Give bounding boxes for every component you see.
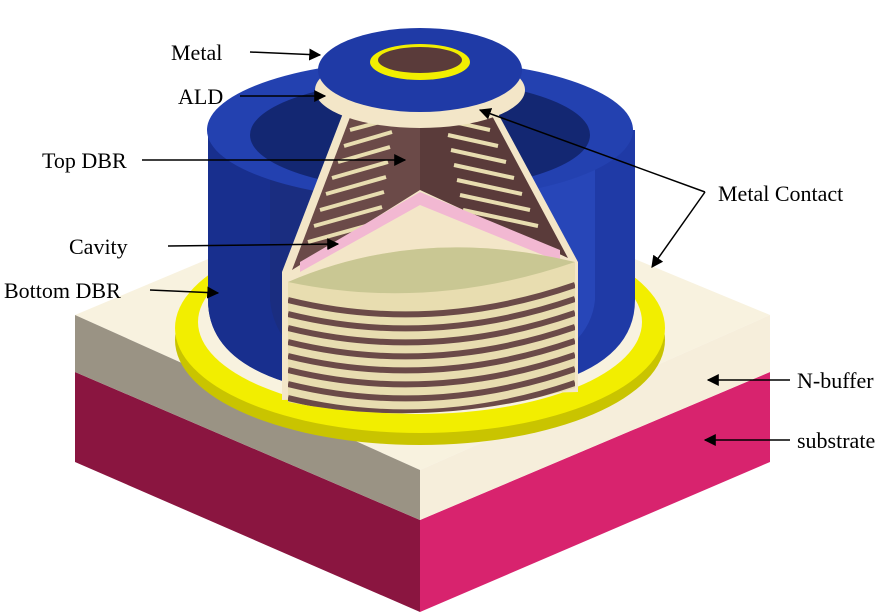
label-arrows [142, 48, 790, 446]
top-metal-ring [315, 28, 525, 128]
label-metal: Metal [171, 40, 223, 65]
arrow-cavity [167, 238, 340, 251]
label-top-dbr: Top DBR [42, 148, 127, 173]
arrow-metal [249, 48, 322, 61]
cavity-layer [300, 192, 560, 272]
label-cavity: Cavity [69, 234, 128, 259]
substrate-layer [75, 372, 770, 612]
label-metal-contact: Metal Contact [718, 181, 844, 206]
arrow-bottom-dbr [149, 286, 220, 299]
arrow-metal-contact-2 [651, 191, 706, 268]
label-bottom-dbr: Bottom DBR [4, 278, 121, 303]
bottom-dbr-stack [288, 247, 575, 414]
arrow-metal-contact-1 [478, 108, 706, 193]
label-ald: ALD [178, 84, 224, 109]
label-substrate: substrate [797, 428, 876, 453]
label-n-buffer: N-buffer [797, 368, 874, 393]
